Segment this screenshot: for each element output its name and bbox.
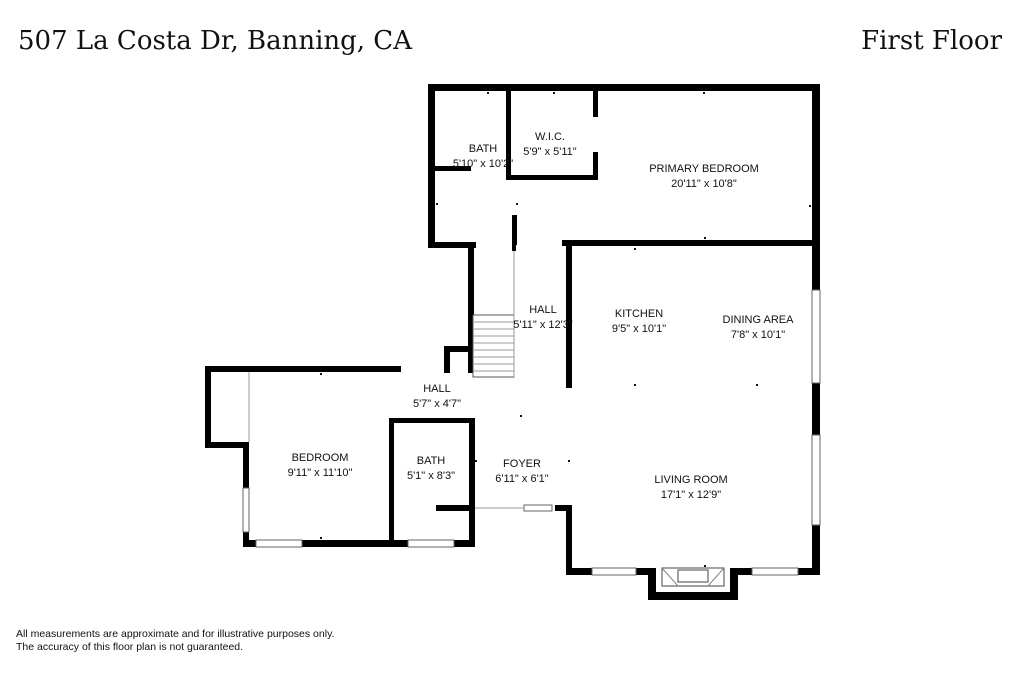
room-name: DINING AREA [723,314,795,326]
disclaimer-line: The accuracy of this floor plan is not g… [16,641,244,653]
room-primary-bedroom: PRIMARY BEDROOM 20'11" x 10'8" [649,163,759,190]
room-name: HALL [423,383,451,395]
disclaimer: All measurements are approximate and for… [16,628,334,654]
walls-upper-wing [428,84,820,248]
room-bedroom: BEDROOM 9'11" x 11'10" [288,452,353,479]
room-dimensions: 7'8" x 10'1" [731,329,785,341]
walls-living-block [555,240,821,600]
room-foyer: FOYER 6'11" x 6'1" [495,458,548,485]
room-name: HALL [529,304,557,316]
room-dimensions: 9'11" x 11'10" [288,467,353,479]
room-dining-area: DINING AREA 7'8" x 10'1" [723,314,795,341]
room-dimensions: 5'11" x 12'3" [513,319,573,331]
room-dimensions: 9'5" x 10'1" [612,323,666,335]
room-name: BATH [417,455,446,467]
room-hall-lower: HALL 5'7" x 4'7" [413,383,461,410]
room-dimensions: 5'10" x 10'2" [453,158,513,170]
disclaimer-line: All measurements are approximate and for… [16,628,335,640]
property-address: 507 La Costa Dr, Banning, CA [18,26,412,56]
room-dimensions: 5'1" x 8'3" [407,470,455,482]
room-name: KITCHEN [615,308,663,320]
room-name: LIVING ROOM [654,474,727,486]
room-dimensions: 5'9" x 5'11" [523,146,576,158]
room-dimensions: 5'7" x 4'7" [413,398,461,410]
room-bath-second: BATH 5'1" x 8'3" [407,455,455,482]
room-hall-upper: HALL 5'11" x 12'3" [513,304,573,331]
walls-middle [444,245,572,388]
walls-lower-left [205,366,553,548]
room-bath-primary: BATH 5'10" x 10'2" [453,143,513,170]
room-name: W.I.C. [535,131,565,143]
room-living-room: LIVING ROOM 17'1" x 12'9" [654,474,727,501]
door-markers [320,92,811,567]
room-name: FOYER [503,458,541,470]
room-dimensions: 17'1" x 12'9" [661,489,721,501]
floor-label: First Floor [861,26,1002,56]
room-wic: W.I.C. 5'9" x 5'11" [523,131,576,158]
room-name: BEDROOM [292,452,349,464]
room-name: PRIMARY BEDROOM [649,163,759,175]
room-dimensions: 20'11" x 10'8" [671,178,737,190]
room-name: BATH [469,143,498,155]
room-kitchen: KITCHEN 9'5" x 10'1" [612,308,666,335]
room-dimensions: 6'11" x 6'1" [495,473,548,485]
